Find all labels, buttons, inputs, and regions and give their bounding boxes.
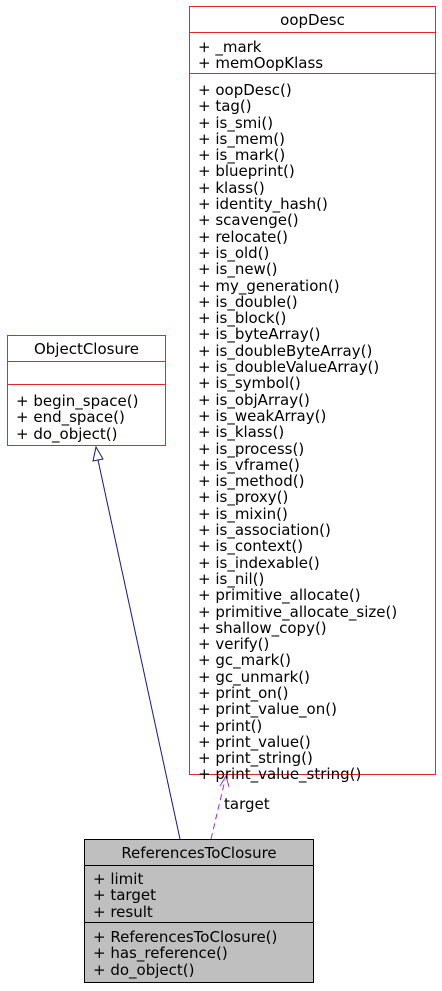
operation-item: + begin_space() bbox=[16, 392, 139, 410]
class-name: oopDesc bbox=[190, 7, 435, 33]
attribute-item: + memOopKlass bbox=[198, 54, 324, 73]
operation-item: + print_value_on() bbox=[198, 700, 337, 719]
operation-item: + has_reference() bbox=[93, 944, 228, 963]
operation-item: + end_space() bbox=[16, 408, 125, 427]
operation-item: + is_double() bbox=[198, 292, 298, 311]
operation-item: + is_klass() bbox=[198, 423, 285, 442]
operations-section: + oopDesc()+ tag()+ is_smi()+ is_mem()+ … bbox=[190, 74, 435, 783]
operation-item: + klass() bbox=[198, 178, 265, 197]
class-name: ObjectClosure bbox=[8, 336, 165, 362]
attribute-item: + _mark bbox=[198, 38, 262, 56]
attributes-section: + limit+ target+ result bbox=[85, 866, 313, 923]
inheritance-edge bbox=[97, 459, 181, 840]
operation-item: + is_vframe() bbox=[198, 455, 300, 474]
operation-item: + tag() bbox=[198, 97, 252, 116]
operation-item: + is_new() bbox=[198, 260, 278, 279]
operation-item: + is_smi() bbox=[198, 113, 274, 132]
attributes-section bbox=[8, 362, 165, 385]
operation-item: + do_object() bbox=[93, 960, 195, 979]
class-oopdesc[interactable]: oopDesc + _mark+ memOopKlass + oopDesc()… bbox=[189, 6, 436, 783]
operation-item: + is_weakArray() bbox=[198, 406, 327, 425]
operation-item: + is_process() bbox=[198, 439, 305, 458]
operation-item: + relocate() bbox=[198, 227, 288, 246]
operation-item: + verify() bbox=[198, 635, 270, 654]
attribute-item: + limit bbox=[93, 870, 144, 888]
operation-item: + is_mark() bbox=[198, 146, 286, 165]
operation-item: + blueprint() bbox=[198, 162, 295, 181]
operation-item: + is_objArray() bbox=[198, 390, 310, 409]
usage-edge bbox=[210, 779, 226, 840]
operation-item: + is_symbol() bbox=[198, 374, 301, 393]
operation-item: + is_doubleValueArray() bbox=[198, 358, 380, 377]
operation-item: + shallow_copy() bbox=[198, 618, 327, 637]
operation-item: + is_nil() bbox=[198, 569, 265, 588]
operation-item: + print_value() bbox=[198, 732, 311, 751]
class-name: ReferencesToClosure bbox=[85, 840, 313, 866]
operation-item: + ReferencesToClosure() bbox=[93, 928, 278, 946]
operation-item: + is_doubleByteArray() bbox=[198, 341, 373, 360]
operation-item: + is_byteArray() bbox=[198, 325, 321, 344]
operation-item: + scavenge() bbox=[198, 211, 299, 230]
operation-item: + primitive_allocate() bbox=[198, 586, 361, 605]
operation-item: + is_old() bbox=[198, 243, 270, 262]
operation-item: + identity_hash() bbox=[198, 195, 328, 214]
operation-item: + print_on() bbox=[198, 683, 289, 702]
class-referencestoclosure[interactable]: ReferencesToClosure + limit+ target+ res… bbox=[84, 839, 314, 983]
operation-item: + is_block() bbox=[198, 309, 287, 328]
attributes-section: + _mark+ memOopKlass bbox=[190, 33, 435, 74]
class-objectclosure[interactable]: ObjectClosure + begin_space()+ end_space… bbox=[7, 335, 166, 446]
operation-item: + is_mem() bbox=[198, 129, 285, 148]
operation-item: + print() bbox=[198, 716, 263, 735]
usage-edge-label: target bbox=[224, 795, 270, 813]
attribute-item: + target bbox=[93, 886, 156, 905]
operation-item: + oopDesc() bbox=[198, 81, 292, 99]
inheritance-arrowhead bbox=[92, 445, 104, 462]
operation-item: + is_association() bbox=[198, 521, 331, 540]
operation-item: + is_indexable() bbox=[198, 553, 320, 572]
operation-item: + is_context() bbox=[198, 537, 304, 556]
attribute-item: + result bbox=[93, 902, 153, 921]
operation-item: + primitive_allocate_size() bbox=[198, 602, 398, 621]
operation-item: + is_proxy() bbox=[198, 488, 289, 507]
operation-item: + print_value_string() bbox=[198, 765, 362, 784]
operation-item: + is_mixin() bbox=[198, 504, 288, 523]
operations-section: + ReferencesToClosure()+ has_reference()… bbox=[85, 923, 313, 978]
operation-item: + do_object() bbox=[16, 424, 118, 443]
operation-item: + is_method() bbox=[198, 472, 305, 491]
operation-item: + print_string() bbox=[198, 749, 313, 768]
operation-item: + gc_mark() bbox=[198, 651, 291, 670]
usage-arrowhead bbox=[219, 774, 230, 788]
operation-item: + gc_unmark() bbox=[198, 667, 310, 686]
operations-section: + begin_space()+ end_space()+ do_object(… bbox=[8, 385, 165, 442]
operation-item: + my_generation() bbox=[198, 276, 340, 295]
